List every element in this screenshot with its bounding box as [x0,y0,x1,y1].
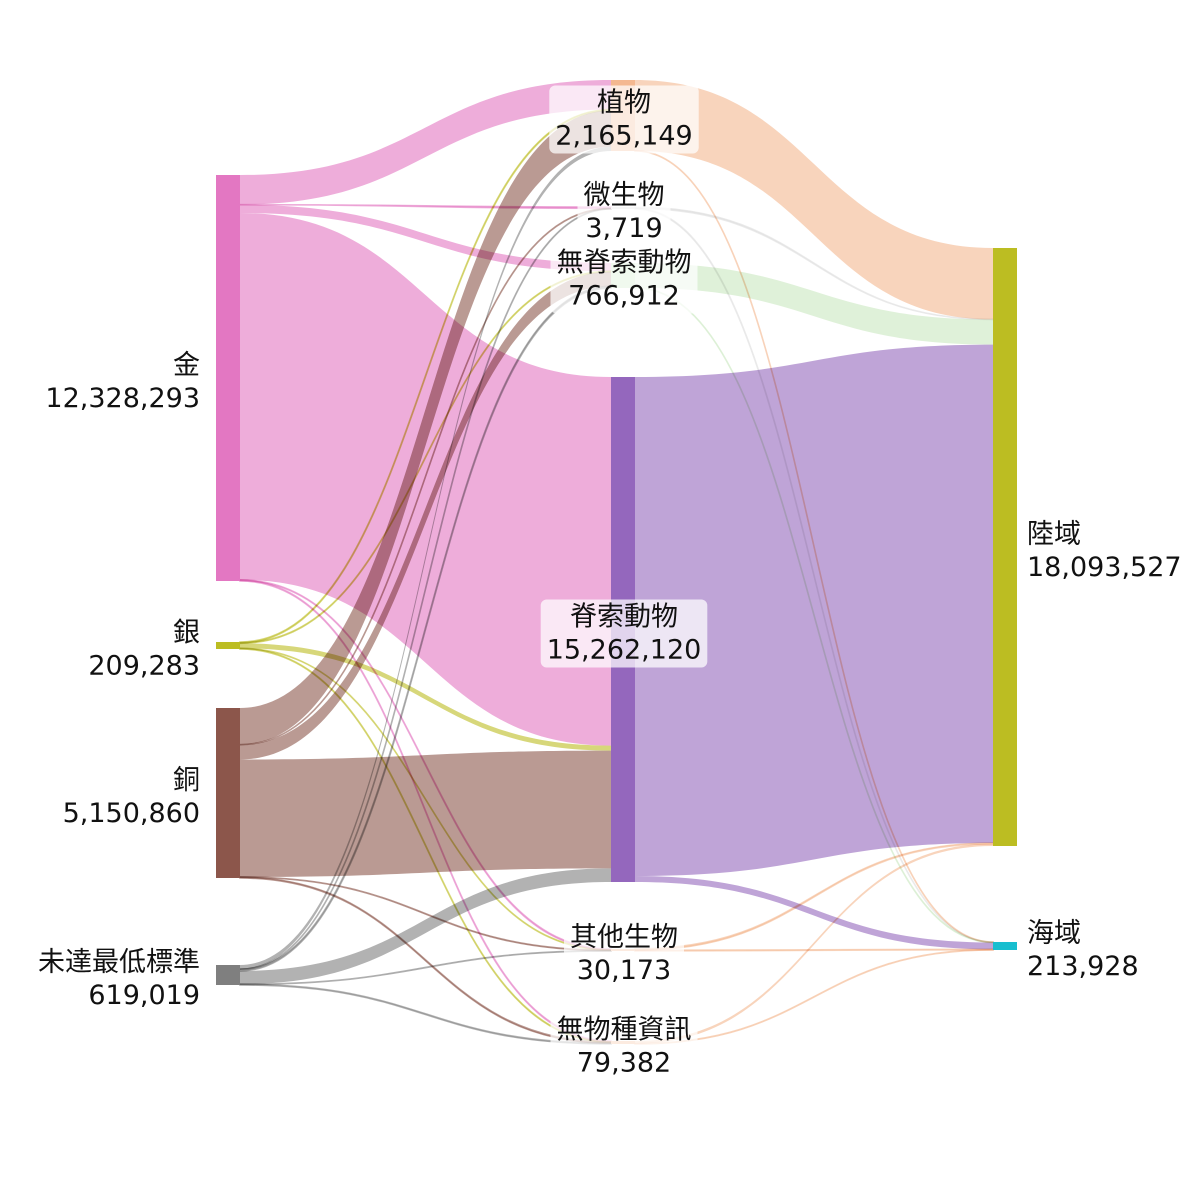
label-plants-name: 植物 [597,88,651,119]
label-copper-name: 銅 [173,765,200,796]
link-copper-to-invertebrates [240,271,611,760]
label-microbes-name: 微生物 [584,180,665,211]
label-gold: 金12,328,293 [45,350,200,414]
label-microbes-value: 3,719 [585,213,662,244]
label-noinfo-name: 無物種資訊 [557,1015,692,1046]
node-marine [993,942,1017,950]
label-noinfo-background [550,1012,698,1081]
label-plants: 植物2,165,149 [549,85,699,154]
label-plants-value: 2,165,149 [555,121,692,152]
label-invertebrates-value: 766,912 [568,281,680,312]
node-copper [216,708,240,878]
label-marine-value: 213,928 [1027,951,1139,982]
link-chordates-to-marine [635,875,993,950]
node-gold [216,175,240,581]
label-chordates-name: 脊索動物 [570,602,678,633]
link-copper-to-plants [240,110,611,745]
link-other-to-marine [634,948,994,952]
label-invertebrates-name: 無脊索動物 [557,248,692,279]
node-below [216,965,240,985]
label-plants-background [549,85,699,154]
label-chordates-value: 15,262,120 [547,635,702,666]
label-copper-value: 5,150,860 [63,798,200,829]
label-other-background [564,920,684,988]
link-gold-to-plants [240,80,611,205]
label-silver-value: 209,283 [88,651,200,682]
link-gold-to-chordates [240,212,611,746]
label-gold-value: 12,328,293 [45,383,200,414]
label-invertebrates-background [550,245,698,314]
link-below-to-plants [240,146,611,970]
label-marine-name: 海域 [1027,918,1081,949]
label-gold-name: 金 [173,350,200,381]
label-other-name: 其他生物 [570,922,678,953]
node-land [993,248,1017,846]
link-below-to-chordates [240,868,611,985]
link-invertebrates-to-land [635,263,993,345]
label-below-name: 未達最低標準 [38,947,200,978]
label-other-value: 30,173 [577,955,671,986]
label-land-value: 18,093,527 [1027,552,1182,583]
node-silver [216,642,240,649]
link-chordates-to-land [635,344,993,876]
label-noinfo-value: 79,382 [577,1048,671,1079]
label-silver-name: 銀 [173,618,200,649]
link-gold-to-invertebrates [240,204,611,272]
label-microbes-background [577,178,671,246]
link-noinfo-to-land [635,843,993,1044]
sankey-nodes [216,80,1017,1044]
label-chordates-background [540,599,708,668]
link-plants-to-land [635,80,993,320]
sankey-links [239,80,994,1045]
link-silver-to-chordates [240,643,611,751]
link-copper-to-chordates [240,750,611,877]
label-copper: 銅5,150,860 [63,765,200,829]
label-below-value: 619,019 [88,980,200,1011]
label-land-name: 陸域 [1027,519,1081,550]
